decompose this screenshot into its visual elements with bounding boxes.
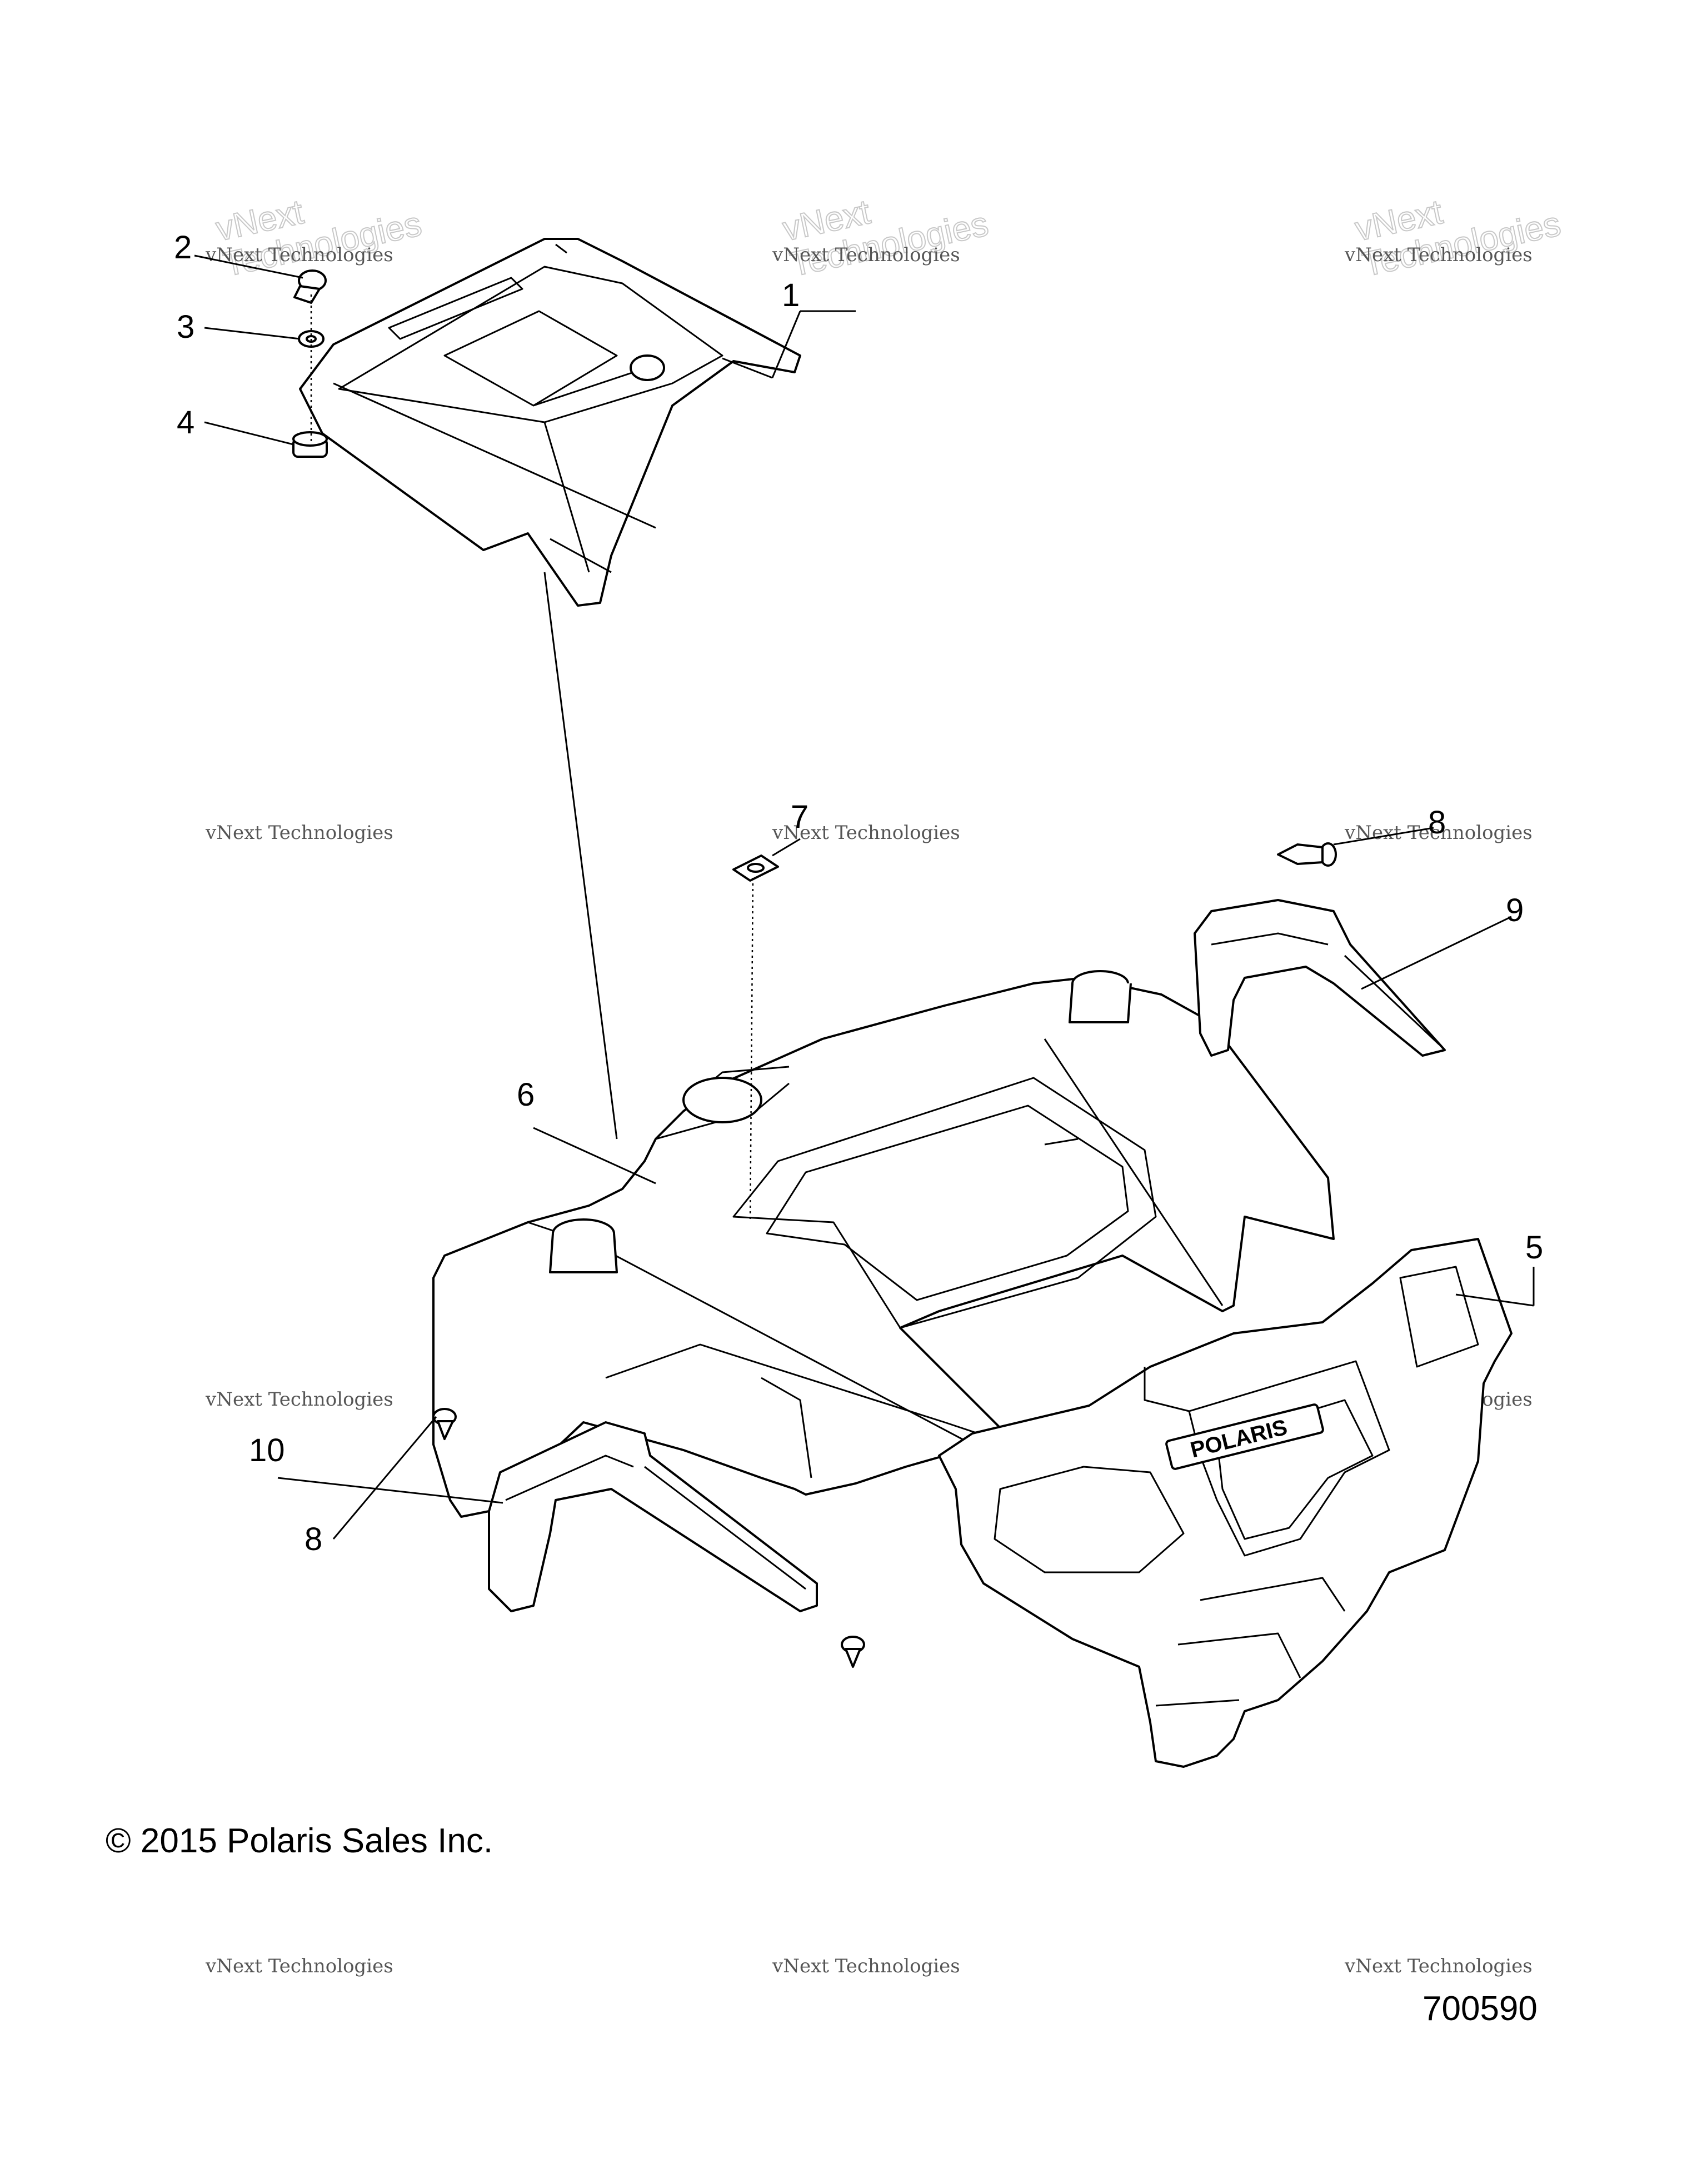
callout-1: 1 xyxy=(782,277,800,313)
watermark-text-6: vNext Technologies xyxy=(1344,822,1533,844)
leader-lines xyxy=(194,254,1535,1540)
watermark-text-2: vNext Technologies xyxy=(772,244,960,266)
part-8-push-rivet-bottom xyxy=(841,1636,865,1668)
svg-text:vNextTechnologies: vNextTechnologies xyxy=(1352,169,1564,284)
watermark-text-1: vNext Technologies xyxy=(205,244,393,266)
watermark-3: vNextTechnologies xyxy=(1351,169,1565,284)
callout-8-top: 8 xyxy=(1428,804,1446,841)
copyright-text: © 2015 Polaris Sales Inc. xyxy=(106,1822,493,1860)
callout-10: 10 xyxy=(249,1432,285,1468)
part-5-front-bumper-grille: POLARIS xyxy=(938,1238,1513,1768)
part-6-hood xyxy=(432,970,1335,1518)
watermark-2: vNextTechnologies xyxy=(779,169,992,284)
callout-7: 7 xyxy=(791,799,808,835)
watermark-text-5: vNext Technologies xyxy=(772,822,960,844)
part-2-fastener xyxy=(293,269,327,304)
callout-3: 3 xyxy=(177,309,194,345)
diagram-part-number: 700590 xyxy=(1422,1990,1538,2028)
callout-8-left: 8 xyxy=(305,1521,322,1557)
part-8-push-rivet-right xyxy=(1277,842,1337,867)
part-8-push-rivet-left xyxy=(432,1408,457,1440)
watermark-1: vNextTechnologies xyxy=(212,169,426,284)
watermark-text-4: vNext Technologies xyxy=(205,822,393,844)
watermark-text-7: vNext Technologies xyxy=(205,1388,393,1411)
callout-2: 2 xyxy=(174,229,192,266)
watermark-text-3: vNext Technologies xyxy=(1344,244,1533,266)
callout-6: 6 xyxy=(517,1077,535,1113)
svg-text:vNextTechnologies: vNextTechnologies xyxy=(780,169,992,284)
watermark-text-11: vNext Technologies xyxy=(772,1955,960,1977)
watermark-text-10: vNext Technologies xyxy=(205,1955,393,1977)
part-7-clip xyxy=(732,854,779,882)
part-4-grommet xyxy=(292,431,328,458)
watermark-text-12: vNext Technologies xyxy=(1344,1955,1533,1977)
callout-5: 5 xyxy=(1525,1230,1543,1266)
callout-4: 4 xyxy=(177,404,194,441)
callout-9: 9 xyxy=(1506,892,1524,928)
part-1-access-cover xyxy=(299,238,801,607)
part-10-left-fender-flare xyxy=(488,1421,818,1612)
part-9-right-fender-flare xyxy=(1194,899,1446,1057)
svg-text:vNextTechnologies: vNextTechnologies xyxy=(213,169,425,284)
